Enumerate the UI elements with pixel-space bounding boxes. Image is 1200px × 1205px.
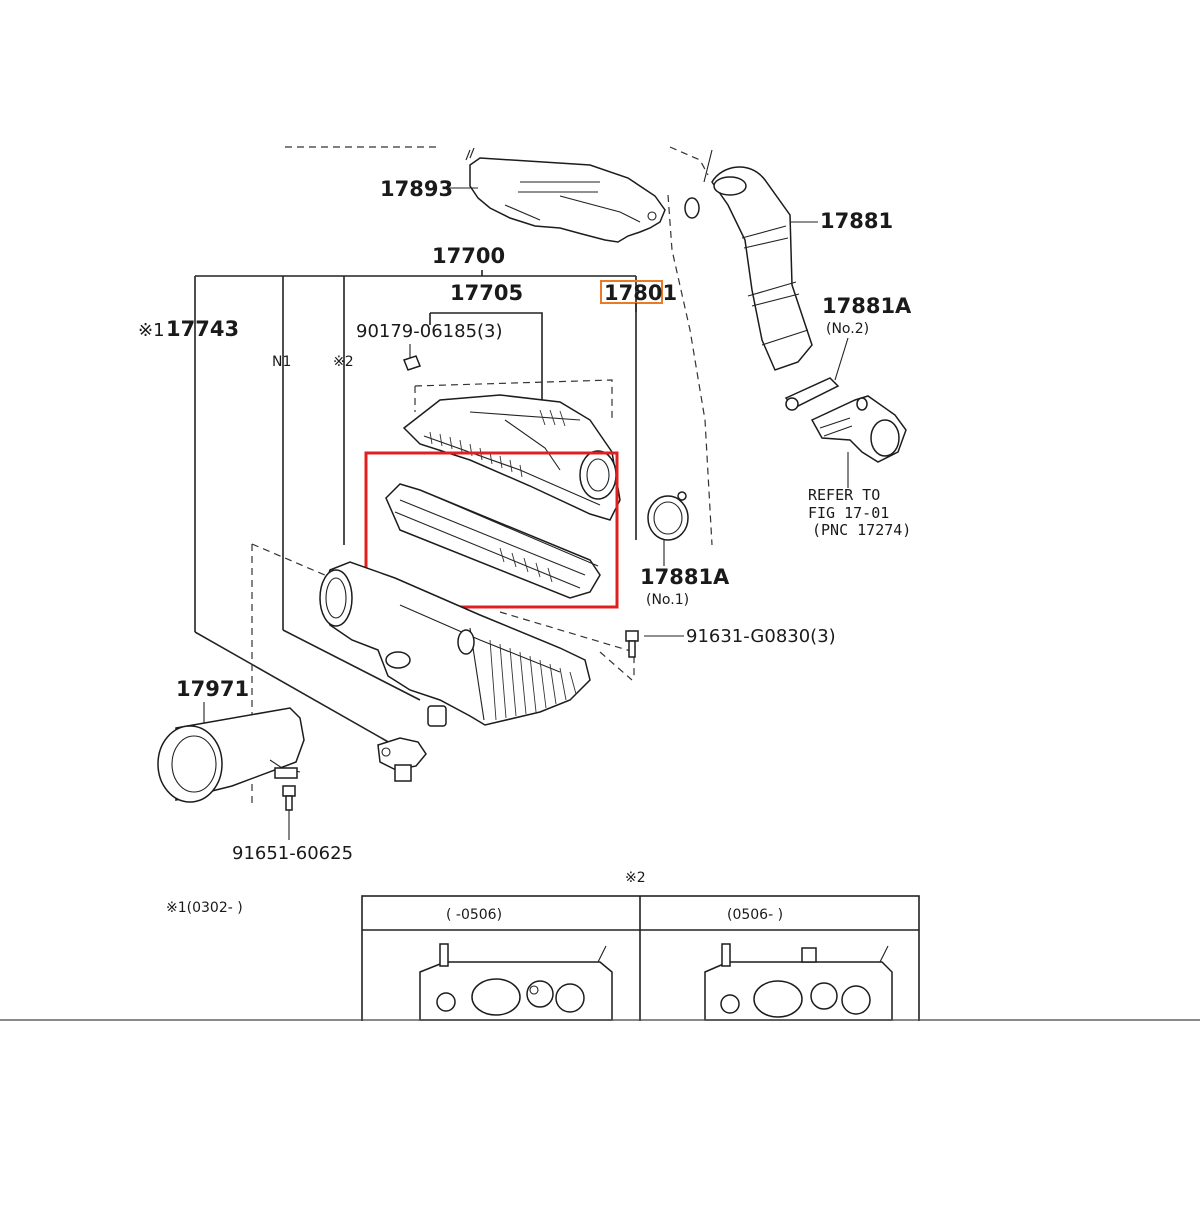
inset-left-header: ( -0506) bbox=[446, 907, 502, 923]
intake-sensor bbox=[377, 737, 427, 782]
inset-right-drawing bbox=[704, 943, 893, 1021]
label-17743: 17743 bbox=[166, 317, 239, 341]
refer-line-1: REFER TO bbox=[808, 486, 880, 504]
bracket-17705 bbox=[430, 312, 543, 408]
label-17705: 17705 bbox=[450, 281, 523, 305]
label-17881: 17881 bbox=[820, 209, 893, 233]
refer-line-3: (PNC 17274) bbox=[812, 521, 911, 539]
dash-case-right-2 bbox=[599, 651, 633, 681]
dash-right-vertical bbox=[667, 194, 713, 546]
dash-case-right bbox=[499, 611, 635, 680]
dash-17881-top bbox=[669, 146, 709, 176]
label-mark2: ※2 bbox=[333, 354, 354, 370]
air-filter-element bbox=[385, 483, 601, 599]
elbow-connector bbox=[810, 395, 907, 463]
hose-clamp-no2 bbox=[784, 377, 840, 411]
label-17700: 17700 bbox=[432, 244, 505, 268]
leader-17881A-top bbox=[834, 337, 849, 381]
air-inlet-17971 bbox=[157, 707, 305, 803]
air-cleaner-case bbox=[319, 561, 591, 726]
label-17893: 17893 bbox=[380, 177, 453, 201]
intake-duct-17893 bbox=[465, 147, 666, 243]
inset-left-drawing bbox=[419, 943, 613, 1021]
grommet bbox=[427, 705, 447, 727]
label-17971: 17971 bbox=[176, 677, 249, 701]
label-17881A-top-note: (No.2) bbox=[826, 321, 869, 337]
highlight-box-filter bbox=[364, 451, 619, 609]
bracket-n1-diag bbox=[282, 629, 421, 701]
highlight-label-17801 bbox=[600, 280, 663, 304]
inset-right-header: (0506- ) bbox=[727, 907, 783, 923]
label-n1: N1 bbox=[272, 354, 291, 370]
label-17743-mark: ※1 bbox=[138, 320, 165, 341]
clip-90179 bbox=[403, 355, 421, 371]
label-90179: 90179-06185(3) bbox=[356, 321, 503, 342]
refer-line-2: FIG 17-01 bbox=[808, 504, 889, 522]
label-91651: 91651-60625 bbox=[232, 843, 353, 864]
intake-hose-17881 bbox=[684, 149, 813, 371]
hose-clamp-no1 bbox=[647, 491, 689, 541]
range-note: ※1(0302- ) bbox=[166, 900, 243, 916]
air-cleaner-cap bbox=[402, 394, 621, 521]
bracket-17743-diag bbox=[194, 631, 421, 761]
bolt-91651 bbox=[282, 785, 296, 811]
label-17881A-bottom: 17881A bbox=[640, 565, 730, 589]
dash-cover-box bbox=[414, 379, 613, 420]
label-17881A-top: 17881A bbox=[822, 294, 912, 318]
inset-mark: ※2 bbox=[625, 870, 646, 886]
bottom-blank bbox=[0, 1021, 1200, 1200]
bolt-91631 bbox=[625, 630, 639, 658]
label-17801: 17801 bbox=[604, 281, 677, 305]
label-91631: 91631-G0830(3) bbox=[686, 626, 836, 647]
label-17881A-bottom-note: (No.1) bbox=[646, 592, 689, 608]
